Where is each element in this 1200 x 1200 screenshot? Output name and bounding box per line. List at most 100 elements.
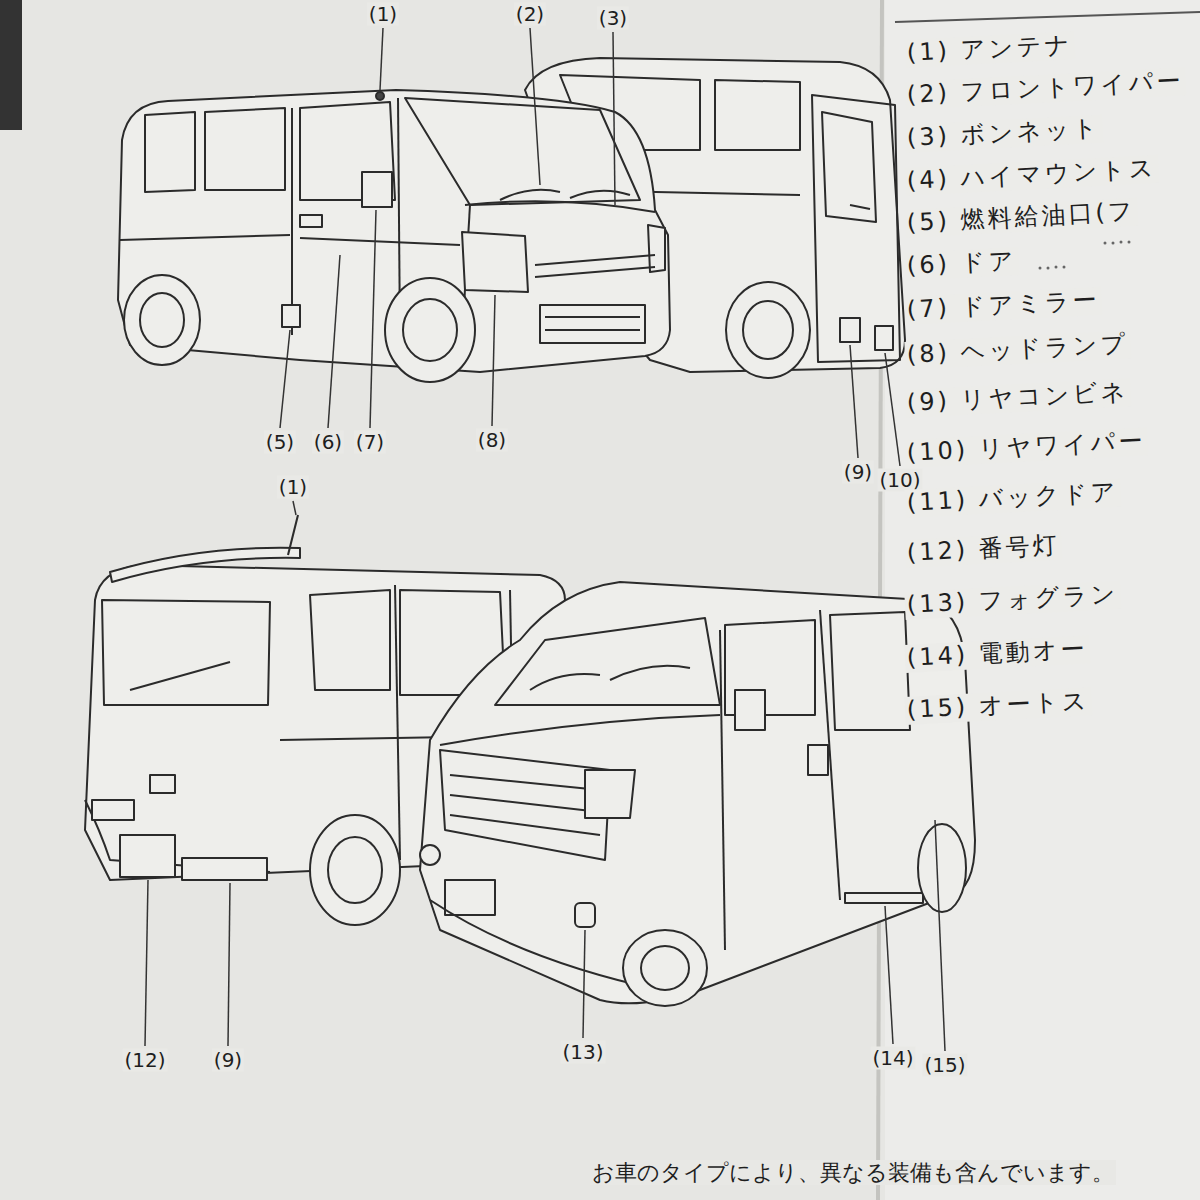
list-dot-leaders-part — [1063, 266, 1066, 269]
callout-number: (15) — [922, 1054, 967, 1077]
van-front-top-part — [124, 275, 200, 365]
list-dot-leaders-part — [1120, 241, 1123, 244]
footnote: お車のタイプにより、異なる装備も含んでいます。 — [590, 1160, 1116, 1185]
van-front-top-part — [405, 98, 640, 205]
van-front-bottom-part — [918, 824, 966, 912]
van-front-bottom-part — [808, 745, 828, 775]
van-front-bottom-part — [420, 845, 440, 865]
leader-lines-part — [370, 210, 376, 428]
van-rear-bottom-part — [102, 600, 270, 705]
list-dot-leaders-part — [1112, 242, 1115, 245]
leader-lines-part — [145, 880, 148, 1046]
van-rear-top-part — [812, 95, 900, 362]
van-rear-bottom-part — [310, 815, 400, 925]
leader-lines-part — [328, 255, 340, 428]
van-front-bottom-part — [641, 946, 689, 990]
callout-number: (1) — [367, 3, 399, 26]
leader-lines-part — [380, 28, 383, 90]
van-front-bottom-part — [450, 795, 600, 812]
van-front-bottom-part — [530, 674, 600, 690]
leader-lines-part — [228, 883, 230, 1046]
van-rear-bottom-part — [328, 837, 382, 903]
callout-number: (13) — [560, 1041, 605, 1064]
van-front-top-part — [535, 255, 655, 265]
van-front-top-part — [648, 225, 665, 272]
callout-number: (9) — [842, 461, 874, 484]
list-dot-leaders-part — [1039, 267, 1042, 270]
list-dot-leaders-part — [1055, 266, 1058, 269]
van-front-top-part — [385, 278, 475, 382]
paper-part — [885, 0, 1200, 1200]
van-front-bottom-part — [830, 612, 910, 730]
callout-number: (9) — [212, 1049, 244, 1072]
leader-lines — [145, 28, 945, 1051]
van-front-bottom-part — [440, 715, 720, 745]
van-front-bottom-part — [610, 666, 690, 680]
van-front-bottom — [420, 582, 975, 1006]
van-rear-top-part — [743, 301, 793, 359]
van-front-top-part — [376, 92, 384, 100]
leader-lines-part — [885, 906, 893, 1044]
callout-number: (10) — [877, 469, 922, 492]
van-front-top-part — [403, 299, 457, 361]
van-front-top-part — [291, 108, 293, 335]
van-rear-top-part — [726, 282, 810, 378]
callout-number: (2) — [514, 3, 546, 26]
callout-number: (12) — [122, 1049, 167, 1072]
van-front-bottom-part — [575, 903, 595, 927]
van-front-top-part — [300, 215, 322, 227]
van-front-bottom-part — [420, 582, 975, 1003]
van-front-top-part — [545, 316, 640, 318]
van-front-top-part — [500, 190, 560, 200]
van-front-top-part — [362, 172, 392, 207]
callout-number: (7) — [354, 431, 386, 454]
van-rear-bottom-part — [182, 858, 267, 880]
van-rear-bottom-part — [120, 835, 175, 877]
van-rear-bottom-part — [130, 662, 230, 690]
callout-number: (6) — [312, 431, 344, 454]
van-front-top-part — [545, 329, 640, 331]
van-rear-top-part — [822, 112, 876, 222]
leader-lines-part — [280, 330, 290, 428]
van-front-top — [118, 90, 670, 382]
leader-lines-part — [935, 820, 945, 1051]
van-front-top-part — [465, 201, 655, 212]
leader-lines-part — [530, 28, 540, 185]
callout-number: (1) — [277, 476, 309, 499]
van-rear-bottom-part — [92, 800, 134, 820]
van-rear-top-part — [715, 80, 800, 150]
van-front-bottom-part — [585, 770, 635, 818]
van-front-bottom-part — [450, 815, 600, 835]
paper-part — [0, 0, 22, 130]
van-front-top-part — [462, 232, 528, 292]
leader-lines-part — [850, 345, 858, 458]
van-rear-bottom-part — [150, 775, 175, 793]
van-rear-top-part — [840, 318, 860, 342]
callout-number: (14) — [870, 1047, 915, 1070]
van-front-bottom-part — [845, 893, 923, 903]
van-rear-bottom-part — [395, 585, 400, 860]
van-front-top-part — [535, 267, 655, 277]
van-front-top-part — [145, 112, 195, 192]
van-front-bottom-part — [720, 630, 725, 950]
van-rear-bottom-part — [110, 548, 300, 582]
van-front-top-part — [140, 293, 184, 347]
list-dot-leaders-part — [1128, 241, 1131, 244]
leader-lines-part — [293, 501, 296, 515]
van-rear-top-part — [850, 205, 870, 209]
callout-number: (3) — [597, 7, 629, 30]
van-rear-bottom-part — [310, 590, 390, 690]
van-front-top-part — [570, 191, 630, 198]
van-front-top-part — [205, 108, 285, 190]
callout-number: (8) — [476, 429, 508, 452]
van-front-top-part — [282, 305, 300, 327]
leader-lines-part — [583, 930, 585, 1038]
list-dot-leaders-part — [1104, 242, 1107, 245]
van-front-bottom-part — [495, 618, 720, 705]
callout-number: (5) — [264, 431, 296, 454]
van-front-bottom-part — [445, 880, 495, 915]
list-dot-leaders-part — [1047, 267, 1050, 270]
paper-part — [895, 12, 1200, 22]
